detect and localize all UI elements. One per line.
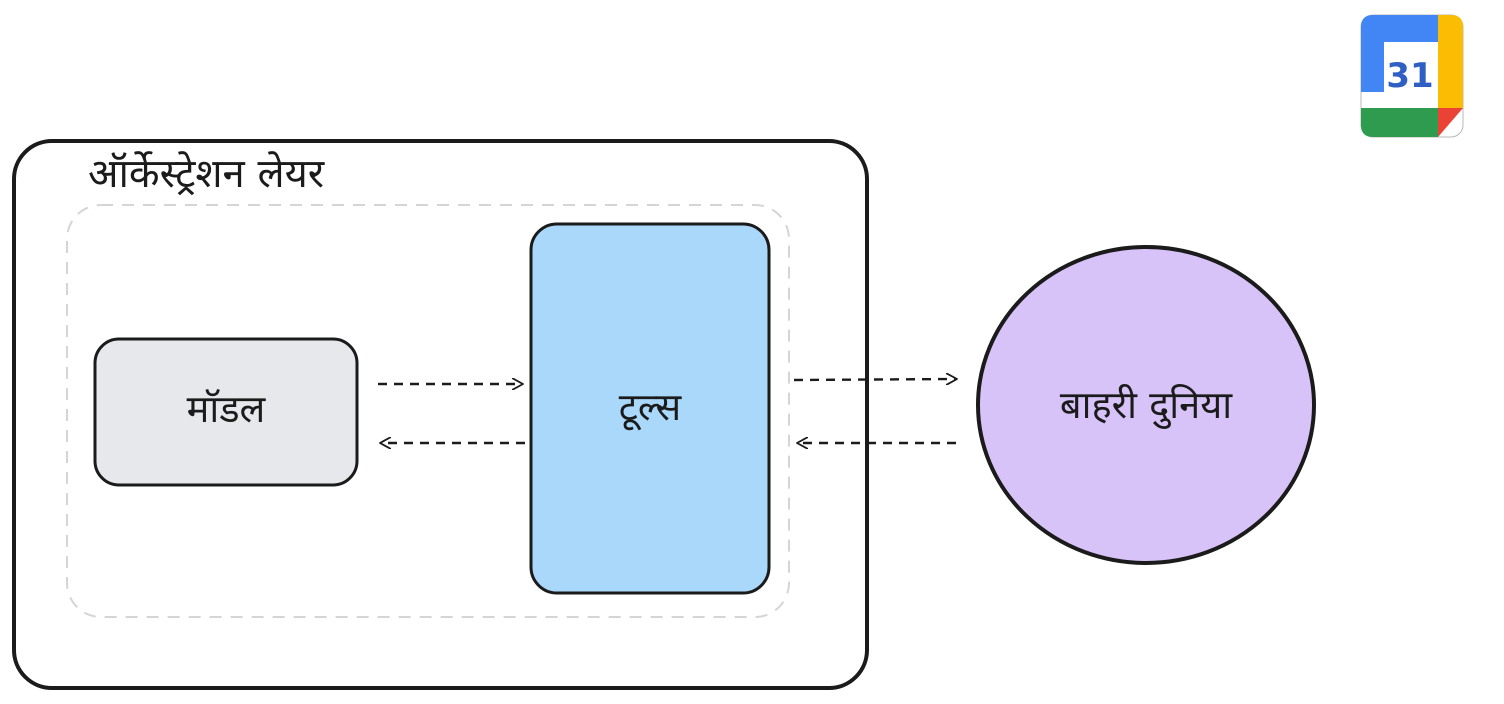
tools-to-world-arrow	[793, 379, 956, 380]
calendar-icon: 31	[1360, 14, 1464, 138]
external-world-node	[976, 245, 1316, 565]
model-node	[93, 337, 359, 487]
calendar-icon-graphic	[1360, 14, 1464, 138]
orchestration-layer-label: ऑर्केस्ट्रेशन लेयर	[88, 151, 325, 197]
tools-node	[529, 222, 771, 595]
tools-label: टूल्स	[618, 385, 682, 429]
inner-dashed-group	[66, 204, 790, 618]
external-world-label: बाहरी दुनिया	[1059, 383, 1233, 427]
calendar-number: 31	[1386, 56, 1434, 96]
model-label: मॉडल	[186, 387, 266, 431]
